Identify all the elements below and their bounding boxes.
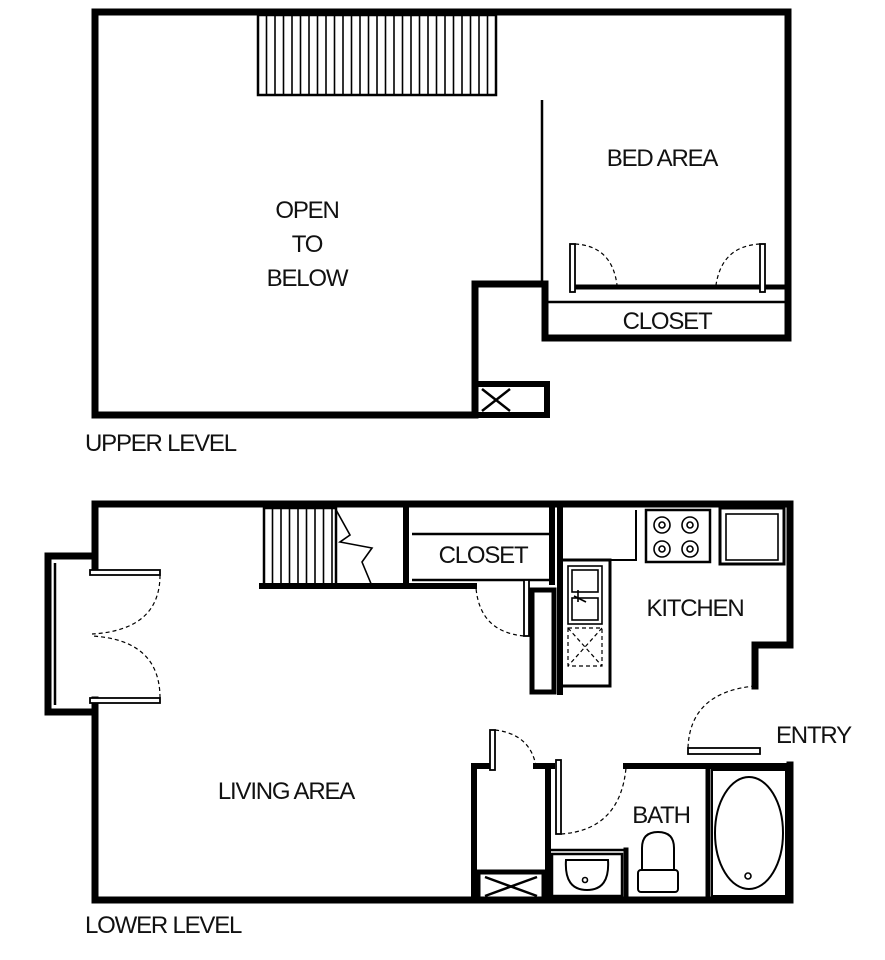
lower-outer-wall [91, 500, 794, 690]
stair-break-line [334, 507, 374, 587]
hall-door-swing [494, 729, 537, 767]
entry-door-swing [687, 685, 756, 749]
lower-stair [262, 506, 338, 588]
bath-door [555, 759, 562, 835]
balcony-door-bottom [89, 697, 161, 704]
balcony-bay [44, 552, 99, 716]
upper-chase [472, 381, 550, 418]
entry-label: ENTRY [776, 722, 852, 749]
upper-stair [256, 13, 498, 97]
lower-level-plan [44, 500, 794, 904]
upper-level-label: UPPER LEVEL [85, 430, 237, 457]
bath-label: BATH [632, 802, 689, 829]
upper-outer-wall [91, 8, 792, 419]
chase-x-2 [481, 388, 511, 412]
bed-area-label: BED AREA [607, 145, 719, 172]
kitchen-counter [563, 558, 612, 688]
pantry-box-inner [725, 513, 779, 561]
living-area-label: LIVING AREA [218, 778, 355, 805]
bath-door-swing [560, 767, 627, 835]
vanity-sink [550, 852, 624, 898]
range [644, 508, 712, 564]
bathtub [711, 769, 787, 897]
fridge-pillar [529, 587, 557, 695]
sink [567, 565, 603, 625]
closet-door-left-swing [574, 243, 618, 286]
counter-top [610, 510, 637, 561]
lower-chase-x-2 [484, 875, 538, 898]
bath-wall-top-left [471, 763, 493, 903]
closet-door-right-swing [715, 243, 761, 286]
balcony-door-bottom-swing [91, 635, 161, 699]
lower-level-label: LOWER LEVEL [85, 912, 242, 939]
closet-lower-label: CLOSET [439, 542, 529, 569]
closet-upper-label: CLOSET [623, 308, 713, 335]
open-label-2: TO [292, 231, 323, 258]
closet-lower-door [523, 579, 530, 637]
closet-door-right [759, 243, 766, 293]
lower-chase [475, 869, 547, 903]
pantry-box [718, 506, 786, 566]
upper-level-plan [91, 8, 792, 419]
toilet [637, 830, 679, 893]
lower-stair-frame [262, 506, 338, 588]
hall-door [489, 729, 496, 771]
entry-door [687, 747, 761, 755]
lower-outer-wall-south [91, 696, 794, 904]
balcony-door-top [89, 569, 161, 576]
kitchen-label: KITCHEN [647, 595, 744, 622]
dishwasher [567, 627, 603, 667]
balcony-door-top-swing [91, 574, 161, 635]
closet-door-left [569, 243, 576, 293]
open-label-1: OPEN [275, 197, 338, 224]
closet-lower-door-swing [475, 587, 525, 637]
open-label-3: BELOW [267, 265, 349, 292]
